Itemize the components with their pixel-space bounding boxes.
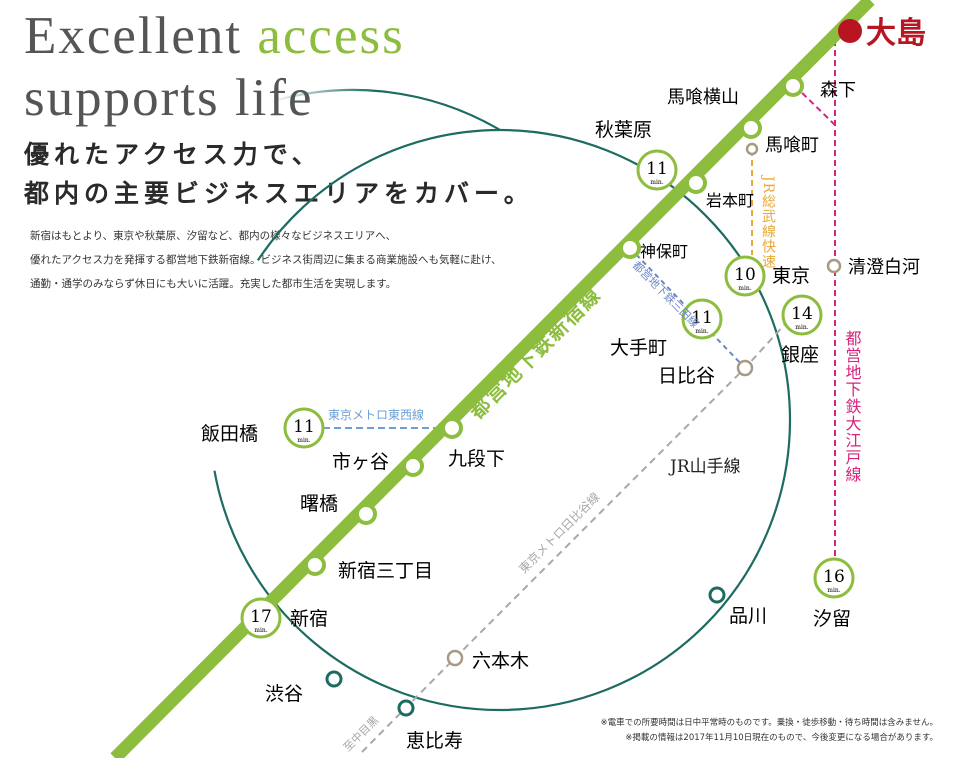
lead-line1: 優れたアクセス力で、 [24, 140, 322, 169]
time-akihabara: 11 [646, 159, 668, 179]
station-akebonobashi: 曙橋 [300, 493, 377, 525]
body-line1: 新宿はもとより、東京や秋葉原、汐留など、都内の様々なビジネスエリアへ、 [30, 230, 397, 242]
svg-text:min.: min. [297, 437, 310, 444]
station-shinjuku-sanchome: 新宿三丁目 [304, 554, 433, 582]
hibiya-line [361, 321, 788, 753]
station-shinjuku: 17 min. 新宿 [240, 597, 328, 639]
station-iwamotocho: 岩本町 [685, 172, 754, 210]
naka-meguro-label: 至中目黒 [341, 714, 381, 754]
headline-line2: supports life [24, 69, 314, 127]
svg-text:秋葉原: 秋葉原 [595, 119, 652, 141]
station-otemachi: 11 min. 大手町 [610, 298, 723, 359]
lead-line2: 都内の主要ビジネスエリアをカバー。 [24, 179, 534, 208]
station-bakurocho: 馬喰町 [745, 135, 819, 156]
svg-text:清澄白河: 清澄白河 [848, 257, 920, 278]
svg-text:神保町: 神保町 [640, 242, 688, 261]
shinjuku-line-label: 都営地下鉄新宿線 [464, 282, 606, 424]
time-tokyo: 10 [734, 265, 756, 285]
station-kiyosumi: 清澄白河 [826, 257, 920, 278]
home-station-dot [838, 19, 862, 43]
svg-text:新宿: 新宿 [290, 608, 328, 630]
mita-line-label: 都営地下鉄三田線 [630, 258, 702, 330]
time-iidabashi: 11 [293, 417, 315, 437]
station-morishita: 森下 [782, 75, 856, 101]
oedo-line-label: 都営地下鉄大江戸線 [843, 330, 862, 483]
svg-text:日比谷: 日比谷 [658, 365, 715, 387]
station-iidabashi: 11 min. 飯田橋 [201, 407, 325, 449]
svg-text:新宿三丁目: 新宿三丁目 [338, 560, 433, 582]
svg-text:min.: min. [254, 627, 267, 634]
station-ichigaya: 市ヶ谷 [332, 451, 424, 477]
time-shinjuku: 17 [250, 607, 272, 627]
svg-text:東京: 東京 [772, 265, 810, 287]
svg-text:渋谷: 渋谷 [265, 683, 303, 705]
yamanote-fade [269, 88, 501, 131]
headline-line1: Excellent access [24, 10, 405, 63]
sobu-line-label: JR総武線快速 [760, 174, 776, 269]
time-otemachi: 11 [691, 308, 713, 328]
svg-text:馬喰横山: 馬喰横山 [667, 87, 739, 108]
note-2: ※掲載の情報は2017年11月10日現在のもので、今後変更になる場合があります。 [625, 733, 938, 743]
time-ginza: 14 [791, 304, 813, 324]
svg-text:min.: min. [827, 587, 840, 594]
svg-text:銀座: 銀座 [781, 344, 819, 366]
station-bakuro-yokoyama: 馬喰横山 [667, 87, 762, 139]
yamanote-line-label: JR山手線 [668, 457, 741, 477]
tozai-line-label: 東京メトロ東西線 [328, 407, 424, 422]
station-ginza: 14 min. 銀座 [781, 294, 823, 366]
svg-text:馬喰町: 馬喰町 [765, 135, 819, 156]
svg-text:六本木: 六本木 [472, 650, 529, 672]
station-shinagawa: 品川 [708, 586, 767, 627]
station-shiodome: 16 min. 汐留 [813, 557, 855, 630]
station-akihabara: 11 min. 秋葉原 [595, 119, 678, 191]
svg-text:曙橋: 曙橋 [300, 493, 338, 515]
svg-text:min.: min. [650, 179, 663, 186]
svg-text:min.: min. [695, 328, 708, 335]
svg-text:岩本町: 岩本町 [706, 191, 754, 210]
station-kudanshita: 九段下 [441, 417, 505, 470]
svg-text:恵比寿: 恵比寿 [406, 730, 463, 752]
station-jimbocho: 神保町 [619, 237, 688, 261]
headline-access: access [257, 7, 405, 65]
body-line2: 優れたアクセス力を発揮する都営地下鉄新宿線。ビジネス街周辺に集まる商業施設へも気… [30, 254, 502, 266]
station-ebisu: 恵比寿 [397, 699, 463, 752]
note-1: ※電車での所要時間は日中平常時のものです。乗換・徒歩移動・待ち時間は含みません。 [600, 718, 938, 728]
body-line3: 通勤・通学のみならず休日にも大いに活躍。充実した都市生活を実現します。 [30, 278, 397, 290]
svg-text:森下: 森下 [820, 80, 856, 101]
svg-text:min.: min. [738, 285, 751, 292]
station-roppongi: 六本木 [446, 649, 529, 672]
svg-text:汐留: 汐留 [813, 608, 851, 630]
svg-text:品川: 品川 [729, 605, 767, 627]
svg-text:九段下: 九段下 [448, 448, 505, 470]
station-shibuya: 渋谷 [265, 670, 343, 705]
station-tokyo: 10 min. 東京 [724, 255, 810, 297]
station-hibiya: 日比谷 [658, 359, 754, 387]
svg-text:min.: min. [795, 324, 808, 331]
svg-text:大手町: 大手町 [610, 337, 667, 359]
headline-excellent: Excellent [24, 7, 243, 65]
hibiya-line-label: 東京メトロ日比谷線 [516, 489, 603, 576]
time-shiodome: 16 [823, 567, 845, 587]
svg-text:市ヶ谷: 市ヶ谷 [332, 451, 389, 473]
home-station-label: 大島 [866, 16, 926, 51]
svg-text:飯田橋: 飯田橋 [201, 423, 258, 445]
